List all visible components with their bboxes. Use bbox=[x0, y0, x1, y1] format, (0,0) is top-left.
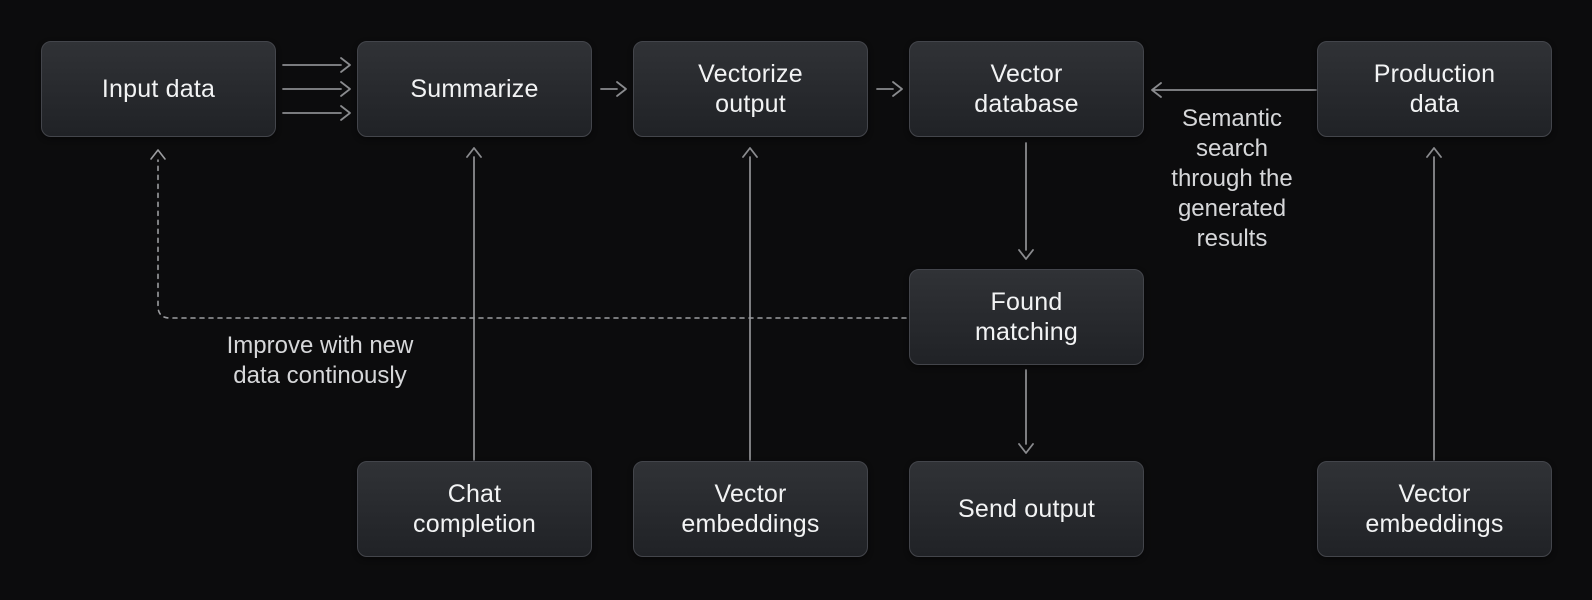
node-vector-embeddings-left-label: Vector embeddings bbox=[681, 480, 820, 538]
node-found-matching: Found matching bbox=[909, 269, 1144, 365]
arrow-vector-database-to-found-matching bbox=[1018, 142, 1034, 260]
arrow-summarize-to-vectorize bbox=[600, 81, 627, 97]
node-send-output: Send output bbox=[909, 461, 1144, 557]
node-production-data-label: Production data bbox=[1373, 60, 1496, 118]
node-vector-database: Vector database bbox=[909, 41, 1144, 137]
node-summarize-label: Summarize bbox=[410, 75, 539, 103]
arrow-production-to-vector-database bbox=[1151, 82, 1317, 98]
node-vector-database-label: Vector database bbox=[974, 60, 1079, 118]
node-send-output-label: Send output bbox=[957, 495, 1096, 523]
arrow-chat-completion-to-summarize bbox=[466, 147, 482, 461]
node-summarize: Summarize bbox=[357, 41, 592, 137]
dashed-arrow-found-matching-to-input bbox=[157, 159, 907, 319]
dashed-arrowhead-found-matching-to-input bbox=[150, 149, 166, 160]
annotation-improve-loop: Improve with new data continously bbox=[226, 332, 414, 389]
arrow-vector-embeddings-to-vectorize bbox=[742, 147, 758, 461]
node-found-matching-label: Found matching bbox=[974, 288, 1079, 346]
arrow-input-to-summarize-top bbox=[282, 57, 351, 73]
arrow-vectorize-to-vector-database bbox=[876, 81, 903, 97]
node-production-data: Production data bbox=[1317, 41, 1552, 137]
arrow-input-to-summarize-middle bbox=[282, 81, 351, 97]
node-input-data-label: Input data bbox=[101, 75, 216, 103]
arrow-input-to-summarize-bottom bbox=[282, 105, 351, 121]
node-vector-embeddings-right: Vector embeddings bbox=[1317, 461, 1552, 557]
node-chat-completion: Chat completion bbox=[357, 461, 592, 557]
node-input-data: Input data bbox=[41, 41, 276, 137]
node-chat-completion-label: Chat completion bbox=[413, 480, 536, 538]
node-vectorize-output: Vectorize output bbox=[633, 41, 868, 137]
arrow-vector-embeddings-to-production bbox=[1426, 147, 1442, 461]
node-vectorize-output-label: Vectorize output bbox=[698, 60, 803, 118]
arrow-found-matching-to-send-output bbox=[1018, 369, 1034, 454]
node-vector-embeddings-left: Vector embeddings bbox=[633, 461, 868, 557]
annotation-semantic-search: Semantic search through the generated re… bbox=[1171, 105, 1293, 252]
node-vector-embeddings-right-label: Vector embeddings bbox=[1365, 480, 1504, 538]
